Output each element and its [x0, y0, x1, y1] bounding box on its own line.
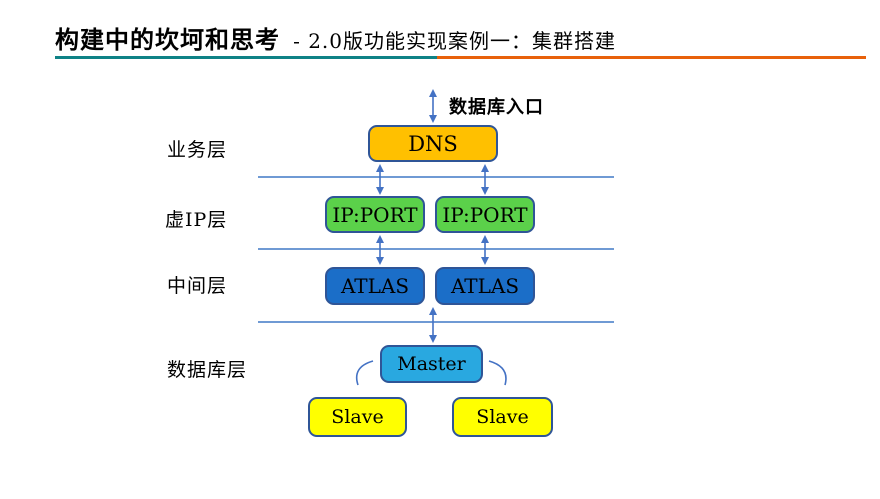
replication-arcs: [355, 360, 507, 386]
page-title: 构建中的坎坷和思考: [55, 25, 280, 54]
double-arrow-dns-ipport-left-icon: [376, 164, 384, 195]
database-entry-label: 数据库入口: [449, 97, 544, 118]
replication-arc-left-icon: [355, 360, 374, 386]
layer-separator-line: [258, 321, 614, 323]
layer-separator-line: [258, 176, 614, 178]
replication-arc-right-icon: [488, 360, 507, 386]
node-master: Master: [380, 345, 483, 383]
node-ip-port-2: IP:PORT: [435, 196, 535, 233]
node-ip-port-2-label: IP:PORT: [442, 202, 528, 227]
node-dns-label: DNS: [408, 131, 458, 156]
node-ip-port-1-label: IP:PORT: [332, 202, 418, 227]
node-ip-port-1: IP:PORT: [325, 196, 425, 233]
node-dns: DNS: [368, 125, 498, 162]
layer-label-virtual-ip: 虚IP层: [165, 209, 228, 231]
layer-label-database: 数据库层: [167, 359, 248, 381]
double-arrow-atlas-master-icon: [429, 307, 437, 343]
title-divider: [55, 56, 866, 59]
double-arrow-dns-ipport-right-icon: [481, 164, 489, 195]
node-slave-2: Slave: [452, 397, 553, 437]
node-master-label: Master: [397, 353, 466, 375]
double-arrow-entry-dns-icon: [429, 89, 437, 123]
slide-title-row: 构建中的坎坷和思考 - 2.0版功能实现案例一：集群搭建: [55, 20, 616, 55]
page-subtitle: - 2.0版功能实现案例一：集群搭建: [293, 29, 617, 53]
node-slave-2-label: Slave: [476, 406, 529, 428]
divider-teal-segment: [55, 56, 437, 59]
layer-label-business: 业务层: [167, 139, 228, 161]
layer-label-middleware: 中间层: [167, 275, 228, 297]
divider-orange-segment: [436, 56, 866, 59]
node-slave-1: Slave: [308, 397, 407, 437]
node-atlas-1: ATLAS: [325, 267, 425, 305]
node-atlas-2-label: ATLAS: [450, 274, 520, 298]
layer-separator-line: [258, 248, 614, 250]
node-atlas-1-label: ATLAS: [340, 274, 410, 298]
node-atlas-2: ATLAS: [435, 267, 535, 305]
double-arrow-ipport-atlas-left-icon: [376, 235, 384, 265]
node-slave-1-label: Slave: [331, 406, 384, 428]
double-arrow-ipport-atlas-right-icon: [481, 235, 489, 265]
